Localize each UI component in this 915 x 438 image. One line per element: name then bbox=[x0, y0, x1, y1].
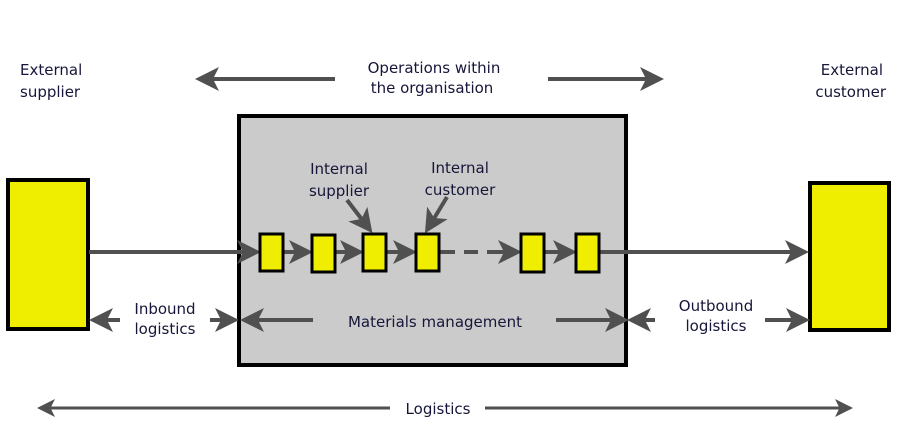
internal-customer-pointer bbox=[424, 195, 449, 234]
internal-customer-node bbox=[414, 232, 441, 273]
external-supplier-box bbox=[6, 178, 90, 331]
internal-supplier-pointer bbox=[345, 198, 373, 234]
internal-supplier-node bbox=[361, 232, 388, 273]
materials-management-label: Materials management bbox=[348, 313, 522, 331]
process-node bbox=[310, 233, 337, 274]
logistics-label: Logistics bbox=[406, 400, 471, 418]
external-customer-box bbox=[808, 181, 891, 332]
process-node bbox=[258, 232, 285, 273]
process-node bbox=[519, 232, 546, 274]
process-node bbox=[574, 232, 601, 274]
